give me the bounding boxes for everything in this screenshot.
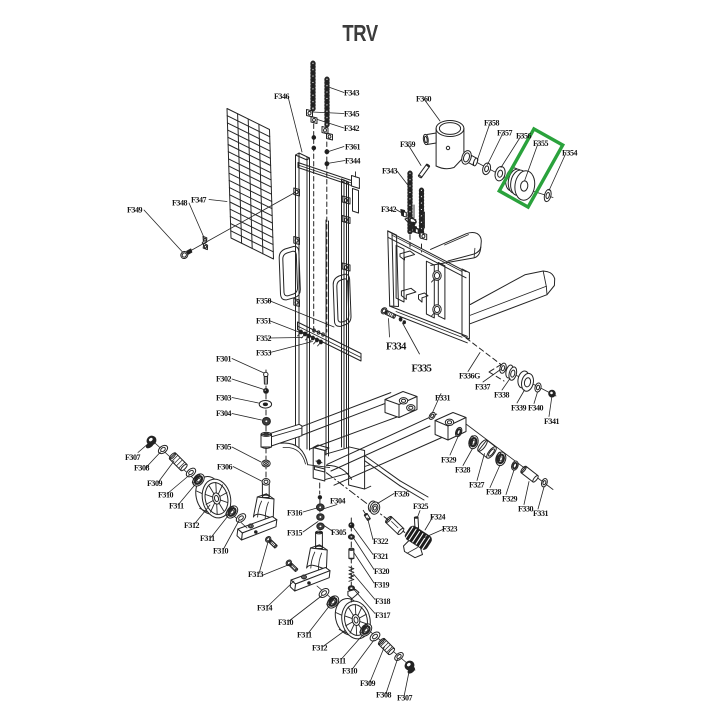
svg-text:F336G: F336G	[459, 372, 480, 381]
svg-text:F327: F327	[469, 481, 485, 490]
svg-text:F355: F355	[533, 139, 549, 148]
svg-text:F310: F310	[158, 491, 174, 500]
svg-text:F305: F305	[331, 528, 347, 537]
svg-text:F348: F348	[172, 199, 188, 208]
svg-text:F311: F311	[331, 657, 346, 666]
svg-text:F302: F302	[216, 375, 232, 384]
svg-text:F306: F306	[217, 463, 233, 472]
svg-text:F304: F304	[216, 409, 232, 418]
svg-text:F318: F318	[375, 597, 391, 606]
svg-text:F342: F342	[344, 124, 360, 133]
svg-text:F335: F335	[412, 364, 432, 375]
svg-text:F329: F329	[502, 495, 518, 504]
svg-text:F323: F323	[442, 525, 458, 534]
svg-text:F346: F346	[274, 92, 290, 101]
svg-text:F331: F331	[435, 394, 451, 403]
svg-text:F309: F309	[360, 679, 376, 688]
svg-text:F304: F304	[330, 497, 346, 506]
svg-text:F311: F311	[169, 502, 184, 511]
svg-text:F344: F344	[345, 157, 361, 166]
svg-text:F320: F320	[374, 567, 390, 576]
svg-text:F307: F307	[125, 453, 141, 462]
svg-text:F347: F347	[191, 196, 207, 205]
svg-text:F343: F343	[382, 167, 398, 176]
svg-text:F311: F311	[200, 534, 215, 543]
svg-text:F338: F338	[494, 391, 510, 400]
svg-text:F321: F321	[373, 552, 389, 561]
svg-text:F328: F328	[486, 488, 502, 497]
svg-text:F360: F360	[416, 95, 432, 104]
svg-text:F340: F340	[528, 404, 544, 413]
svg-text:F319: F319	[374, 581, 390, 590]
svg-text:F310: F310	[278, 618, 294, 627]
svg-text:F317: F317	[375, 611, 391, 620]
svg-text:F314: F314	[257, 604, 273, 613]
svg-text:F337: F337	[475, 383, 491, 392]
svg-text:F359: F359	[400, 140, 416, 149]
svg-text:F343: F343	[344, 89, 360, 98]
svg-text:F334: F334	[386, 342, 407, 353]
svg-text:F361: F361	[345, 143, 361, 152]
svg-text:F341: F341	[544, 417, 560, 426]
svg-text:F357: F357	[497, 129, 513, 138]
svg-text:F312: F312	[312, 644, 328, 653]
svg-text:F345: F345	[344, 110, 360, 119]
svg-text:F301: F301	[216, 355, 232, 364]
svg-text:F331: F331	[533, 509, 549, 518]
svg-text:F339: F339	[511, 404, 527, 413]
svg-text:F342: F342	[381, 205, 397, 214]
svg-text:F310: F310	[213, 547, 229, 556]
svg-text:F308: F308	[376, 691, 392, 700]
svg-text:F313: F313	[248, 570, 264, 579]
svg-text:F352: F352	[256, 334, 272, 343]
svg-text:F349: F349	[127, 206, 143, 215]
svg-text:F326: F326	[394, 490, 410, 499]
svg-text:F322: F322	[373, 537, 389, 546]
svg-text:F358: F358	[484, 119, 500, 128]
svg-text:F315: F315	[287, 529, 303, 538]
svg-text:F310: F310	[342, 667, 358, 676]
svg-text:F330: F330	[518, 505, 534, 514]
svg-text:F308: F308	[134, 464, 150, 473]
svg-text:F354: F354	[562, 149, 578, 158]
svg-text:F305: F305	[216, 443, 232, 452]
svg-text:F307: F307	[397, 694, 413, 703]
svg-text:F303: F303	[216, 393, 232, 402]
svg-text:F329: F329	[441, 456, 457, 465]
svg-text:F325: F325	[413, 502, 429, 511]
svg-text:F316: F316	[287, 509, 303, 518]
svg-text:F309: F309	[147, 479, 163, 488]
svg-text:F328: F328	[455, 466, 471, 475]
svg-text:F350: F350	[256, 297, 272, 306]
svg-text:F351: F351	[256, 317, 272, 326]
svg-text:F311: F311	[297, 631, 312, 640]
svg-text:TRV: TRV	[342, 21, 378, 46]
svg-text:F312: F312	[184, 521, 200, 530]
svg-text:F353: F353	[256, 349, 272, 358]
svg-text:F356: F356	[516, 132, 532, 141]
svg-text:F324: F324	[430, 513, 446, 522]
